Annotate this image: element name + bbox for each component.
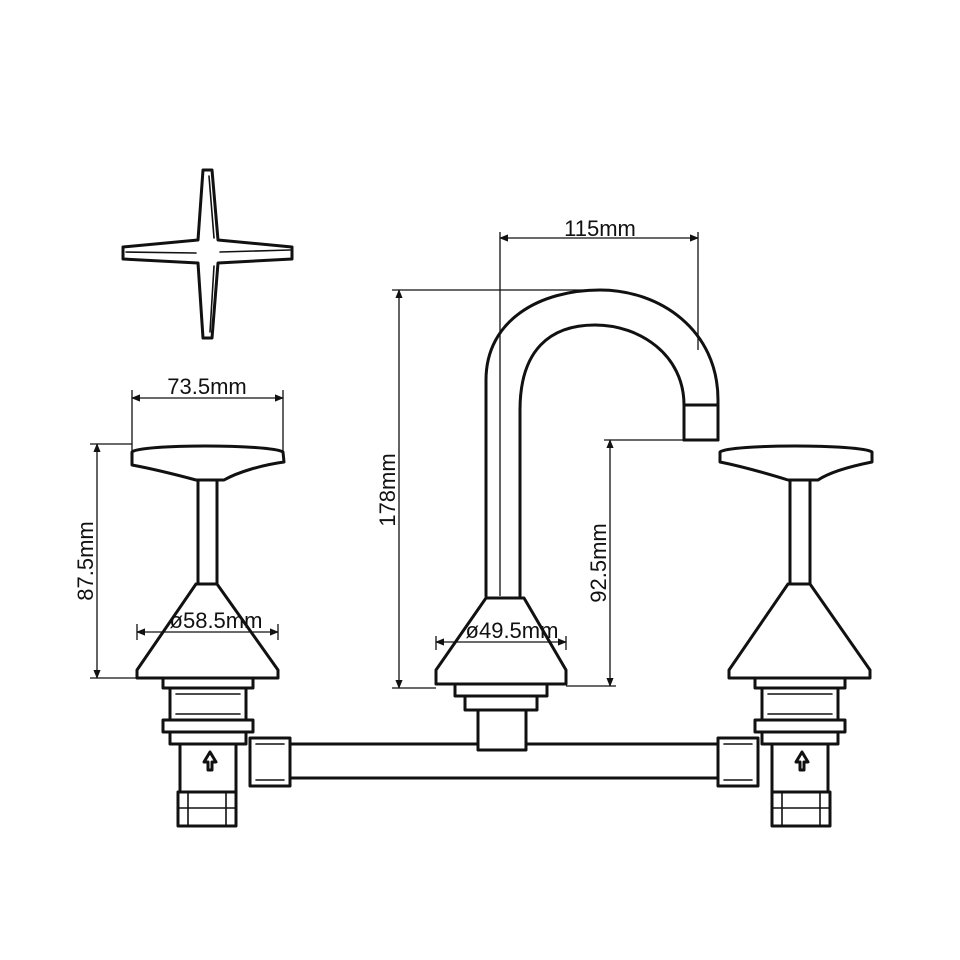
dim-handle-height: 87.5mm [73,521,98,600]
cross-handle-top-view [121,168,294,340]
left-stem [196,478,219,586]
right-stem [788,478,812,586]
dimension-lines [90,232,699,689]
dim-overall-height: 178mm [375,453,400,526]
dim-spout-reach: 115mm [564,216,636,241]
right-lever-handle [718,444,874,482]
spout-outer [484,288,720,598]
left-pipe-nut [248,736,292,788]
dim-spout-outlet-height: 92.5mm [586,523,611,602]
left-lever-handle [130,444,286,482]
spout-assembly [434,288,720,752]
right-valve-assembly [718,444,874,828]
dim-spout-base-diameter: ø49.5mm [466,618,559,643]
spout-inner [518,323,686,598]
dim-handle-width: 73.5mm [167,374,246,399]
right-cone-body [727,582,872,680]
right-pipe-nut [716,736,760,788]
dim-handle-base-diameter: ø58.5mm [170,608,263,633]
